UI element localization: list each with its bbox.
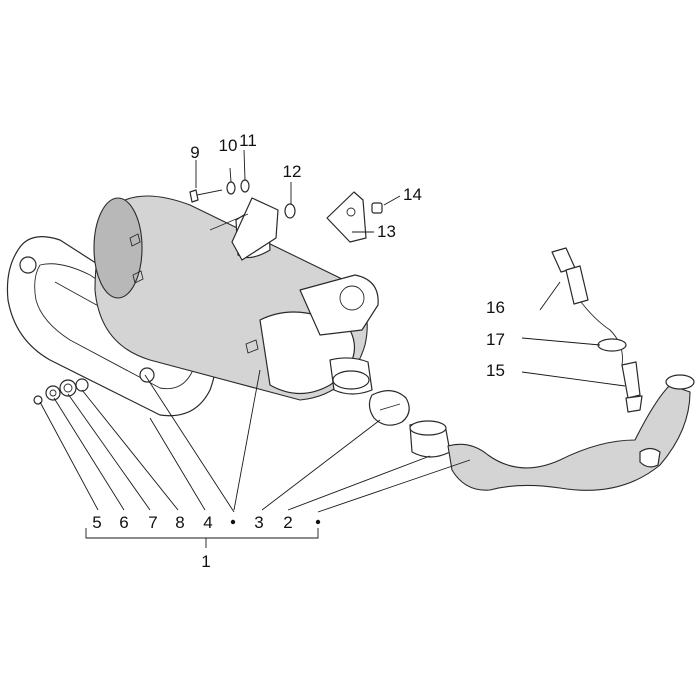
callout-14: 14 xyxy=(403,185,422,204)
callout-16: 16 xyxy=(486,298,505,317)
callout-2: 2 xyxy=(283,513,292,532)
callout-4: 4 xyxy=(203,513,212,532)
nut-12 xyxy=(284,203,296,219)
bullet-dot-left xyxy=(230,519,236,525)
callout-9: 9 xyxy=(190,143,199,162)
callout-17: 17 xyxy=(486,330,505,349)
callout-labels: 5 6 7 8 4 3 2 1 9 10 11 12 14 13 16 17 1… xyxy=(92,131,505,571)
callout-5: 5 xyxy=(92,513,101,532)
washer-8 xyxy=(75,378,89,392)
washer-10 xyxy=(226,181,236,195)
mounting-bracket xyxy=(209,197,279,261)
callout-11: 11 xyxy=(239,131,257,150)
callout-13: 13 xyxy=(377,222,396,241)
muffler xyxy=(93,195,379,401)
bracket-13 xyxy=(326,191,367,243)
bullet-dot-right xyxy=(315,519,321,525)
gasket-sleeve xyxy=(409,420,451,458)
exhaust-pipe xyxy=(447,374,695,491)
washer-11 xyxy=(240,179,250,193)
callout-8: 8 xyxy=(175,513,184,532)
callout-1: 1 xyxy=(201,552,210,571)
leader-lines xyxy=(39,149,626,548)
callout-7: 7 xyxy=(148,513,157,532)
callout-15: 15 xyxy=(486,361,505,380)
callout-10: 10 xyxy=(219,136,238,155)
callout-6: 6 xyxy=(119,513,128,532)
callout-3: 3 xyxy=(254,513,263,532)
spacer-7 xyxy=(59,379,77,397)
lambda-sensor xyxy=(551,247,643,413)
bolt-9 xyxy=(189,189,223,203)
bush-14 xyxy=(371,202,383,214)
washer-6 xyxy=(45,385,61,401)
clamp xyxy=(368,390,410,426)
callout-12: 12 xyxy=(283,162,302,181)
